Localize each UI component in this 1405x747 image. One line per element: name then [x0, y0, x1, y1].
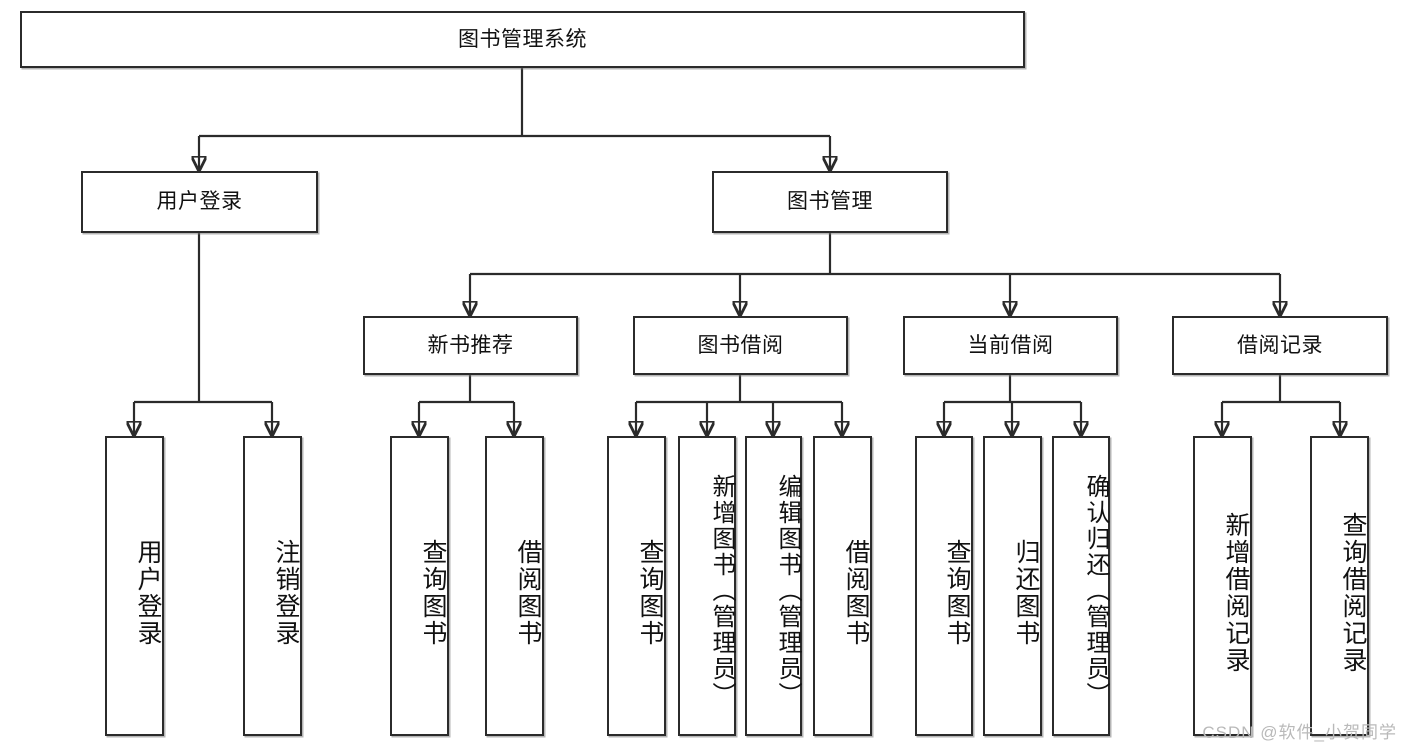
leaf-borrow-books[interactable]: 借阅图书	[813, 436, 872, 736]
node-borrowing-record[interactable]: 借阅记录	[1172, 316, 1388, 375]
node-label: 借阅图书	[842, 539, 870, 647]
leaf-borrow-books-recommendation[interactable]: 借阅图书	[485, 436, 544, 736]
node-label: 图书借阅	[697, 333, 784, 357]
node-label: 查询借阅记录	[1339, 512, 1367, 674]
node-label: 图书管理系统	[458, 27, 587, 51]
node-label: 注销登录	[272, 539, 300, 647]
node-current-borrowing[interactable]: 当前借阅	[903, 316, 1118, 375]
leaf-user-login[interactable]: 用户登录	[105, 436, 164, 736]
node-label: 确认归还（管理员）	[1082, 474, 1109, 708]
node-label: 新增图书（管理员）	[708, 474, 735, 708]
node-user-login[interactable]: 用户登录	[81, 171, 318, 233]
leaf-search-books-recommendation[interactable]: 查询图书	[390, 436, 449, 736]
leaf-add-borrowing-record[interactable]: 新增借阅记录	[1193, 436, 1252, 736]
leaf-search-books-borrow[interactable]: 查询图书	[607, 436, 666, 736]
node-label: 当前借阅	[967, 333, 1054, 357]
node-root-library-management-system[interactable]: 图书管理系统	[20, 11, 1025, 68]
node-label: 查询图书	[419, 539, 447, 647]
node-label: 归还图书	[1012, 539, 1040, 647]
leaf-add-book-admin[interactable]: 新增图书（管理员）	[678, 436, 736, 736]
leaf-return-books[interactable]: 归还图书	[983, 436, 1042, 736]
node-label: 查询图书	[636, 539, 664, 647]
node-book-management[interactable]: 图书管理	[712, 171, 948, 233]
leaf-edit-book-admin[interactable]: 编辑图书（管理员）	[745, 436, 802, 736]
leaf-logout[interactable]: 注销登录	[243, 436, 302, 736]
node-label: 图书管理	[787, 190, 873, 214]
leaf-search-books-current[interactable]: 查询图书	[915, 436, 973, 736]
leaf-confirm-return-admin[interactable]: 确认归还（管理员）	[1052, 436, 1110, 736]
node-label: 借阅记录	[1237, 333, 1323, 357]
node-label: 新书推荐	[427, 333, 514, 357]
node-new-book-recommendation[interactable]: 新书推荐	[363, 316, 578, 375]
node-label: 用户登录	[134, 539, 162, 647]
node-book-borrowing[interactable]: 图书借阅	[633, 316, 848, 375]
node-label: 借阅图书	[514, 539, 542, 647]
node-label: 编辑图书（管理员）	[774, 474, 801, 708]
node-label: 新增借阅记录	[1222, 512, 1250, 674]
node-label: 查询图书	[943, 539, 971, 647]
leaf-search-borrowing-record[interactable]: 查询借阅记录	[1310, 436, 1369, 736]
watermark-text: CSDN @软件_小贺同学	[1202, 723, 1397, 742]
node-label: 用户登录	[156, 190, 243, 214]
